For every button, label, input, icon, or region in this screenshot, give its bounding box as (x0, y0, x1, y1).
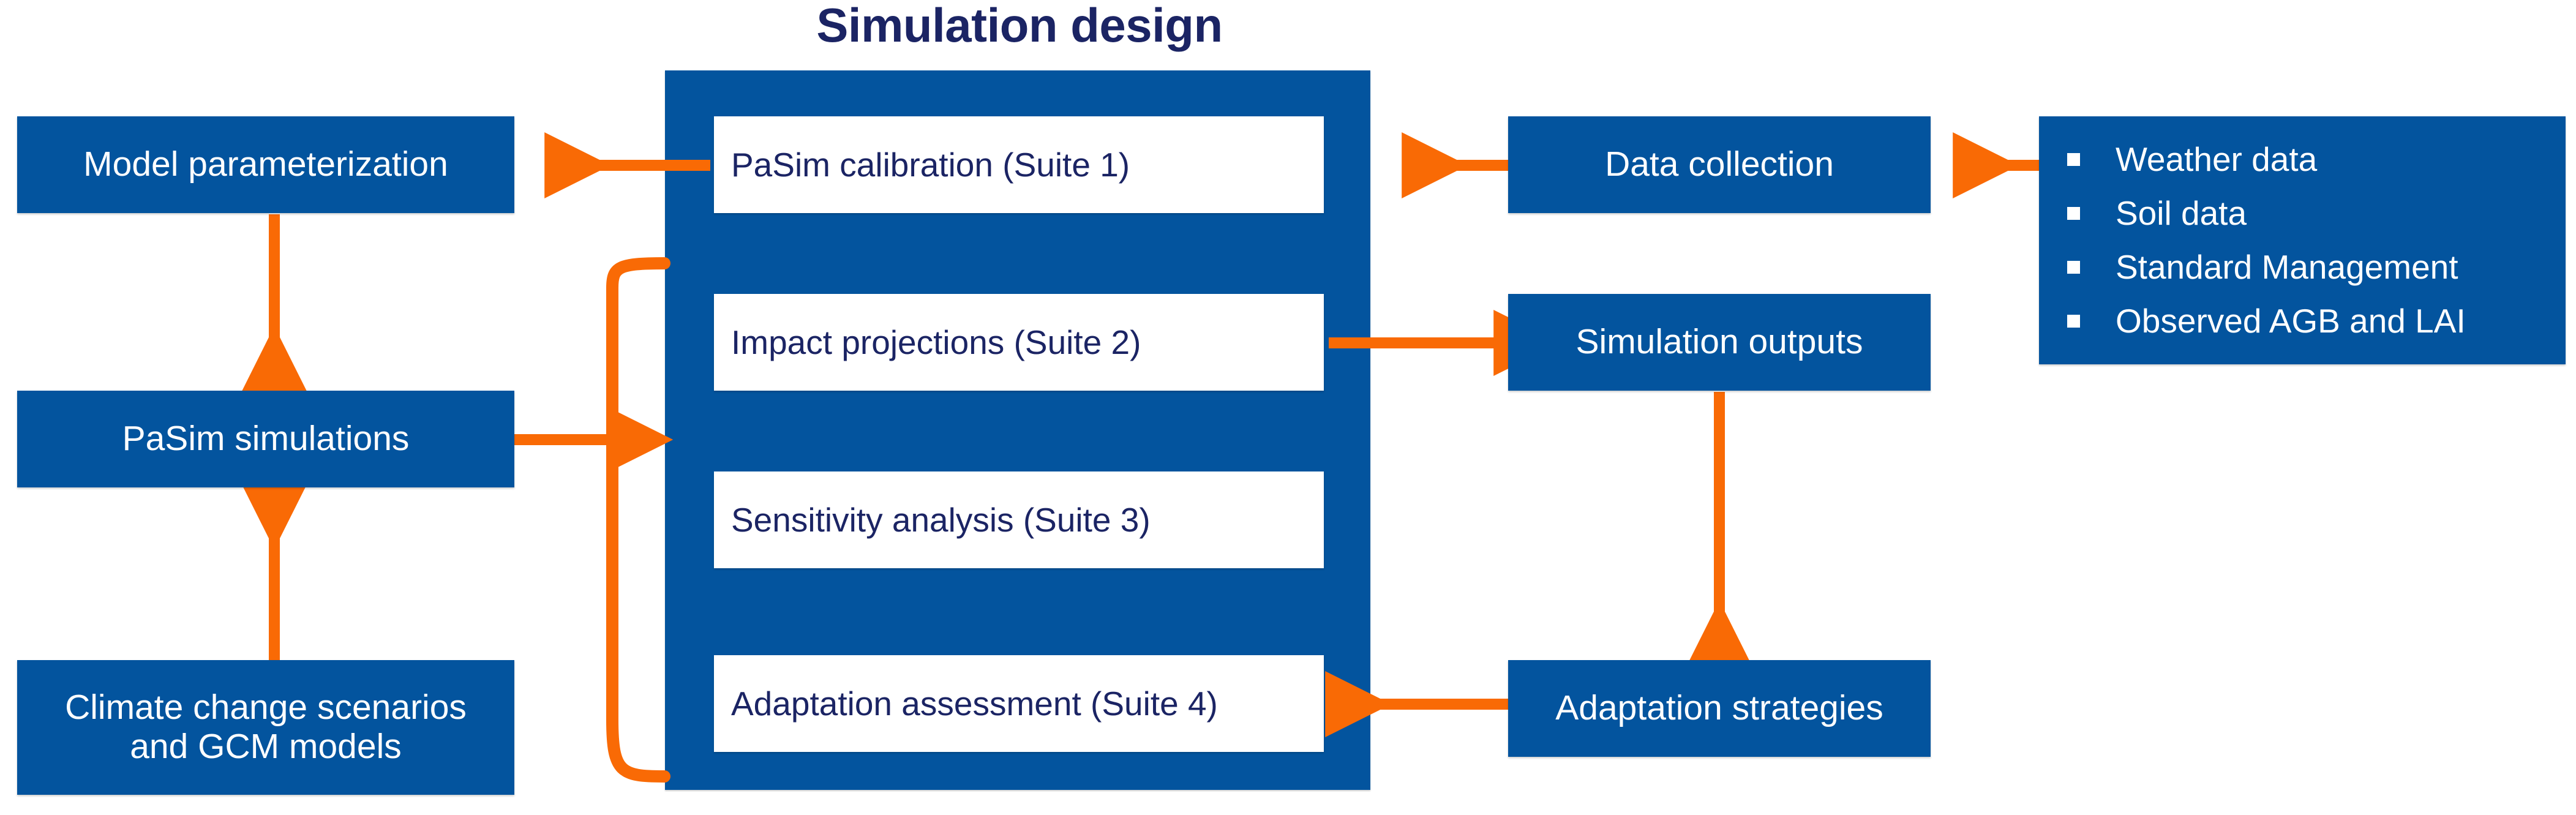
list-item[interactable]: Soil data (2067, 186, 2566, 240)
box-label: Simulation outputs (1575, 322, 1863, 362)
box-label: Adaptation strategies (1555, 688, 1883, 728)
box-label: Data collection (1605, 145, 1834, 184)
list-item[interactable]: Standard Management (2067, 240, 2566, 294)
box-pasim-simulations[interactable]: PaSim simulations (17, 391, 514, 487)
list-item-label: Weather data (2116, 140, 2318, 178)
input-data-items: Weather data Soil data Standard Manageme… (2067, 132, 2566, 348)
box-suite-4-adaptation-assessment[interactable]: Adaptation assessment (Suite 4) (714, 655, 1324, 752)
list-item-label: Standard Management (2116, 247, 2458, 286)
list-item[interactable]: Observed AGB and LAI (2067, 294, 2566, 348)
bracket-connector (606, 257, 670, 783)
square-bullet-icon (2067, 206, 2080, 220)
box-label: Sensitivity analysis (Suite 3) (731, 500, 1151, 539)
box-label: Model parameterization (83, 145, 448, 184)
box-label: Adaptation assessment (Suite 4) (731, 684, 1218, 723)
box-data-collection[interactable]: Data collection (1508, 116, 1931, 213)
page-title: Simulation design (816, 0, 1223, 52)
list-item-label: Soil data (2116, 193, 2247, 232)
square-bullet-icon (2067, 260, 2080, 274)
list-item[interactable]: Weather data (2067, 132, 2566, 186)
box-input-data-list[interactable]: Weather data Soil data Standard Manageme… (2039, 116, 2566, 364)
box-suite-3-sensitivity-analysis[interactable]: Sensitivity analysis (Suite 3) (714, 471, 1324, 568)
box-simulation-outputs[interactable]: Simulation outputs (1508, 294, 1931, 391)
box-suite-2-impact-projections[interactable]: Impact projections (Suite 2) (714, 294, 1324, 391)
box-label: Impact projections (Suite 2) (731, 323, 1141, 361)
box-climate-scenarios[interactable]: Climate change scenarios and GCM models (17, 660, 514, 795)
box-label-line1: Climate change scenarios (65, 688, 467, 727)
box-label: PaSim simulations (122, 419, 410, 459)
list-item-label: Observed AGB and LAI (2116, 301, 2466, 340)
box-label-line2: and GCM models (130, 727, 402, 766)
square-bullet-icon (2067, 152, 2080, 166)
box-suite-1-calibration[interactable]: PaSim calibration (Suite 1) (714, 116, 1324, 213)
box-adaptation-strategies[interactable]: Adaptation strategies (1508, 660, 1931, 757)
box-label: PaSim calibration (Suite 1) (731, 145, 1130, 184)
box-model-parameterization[interactable]: Model parameterization (17, 116, 514, 213)
square-bullet-icon (2067, 314, 2080, 328)
